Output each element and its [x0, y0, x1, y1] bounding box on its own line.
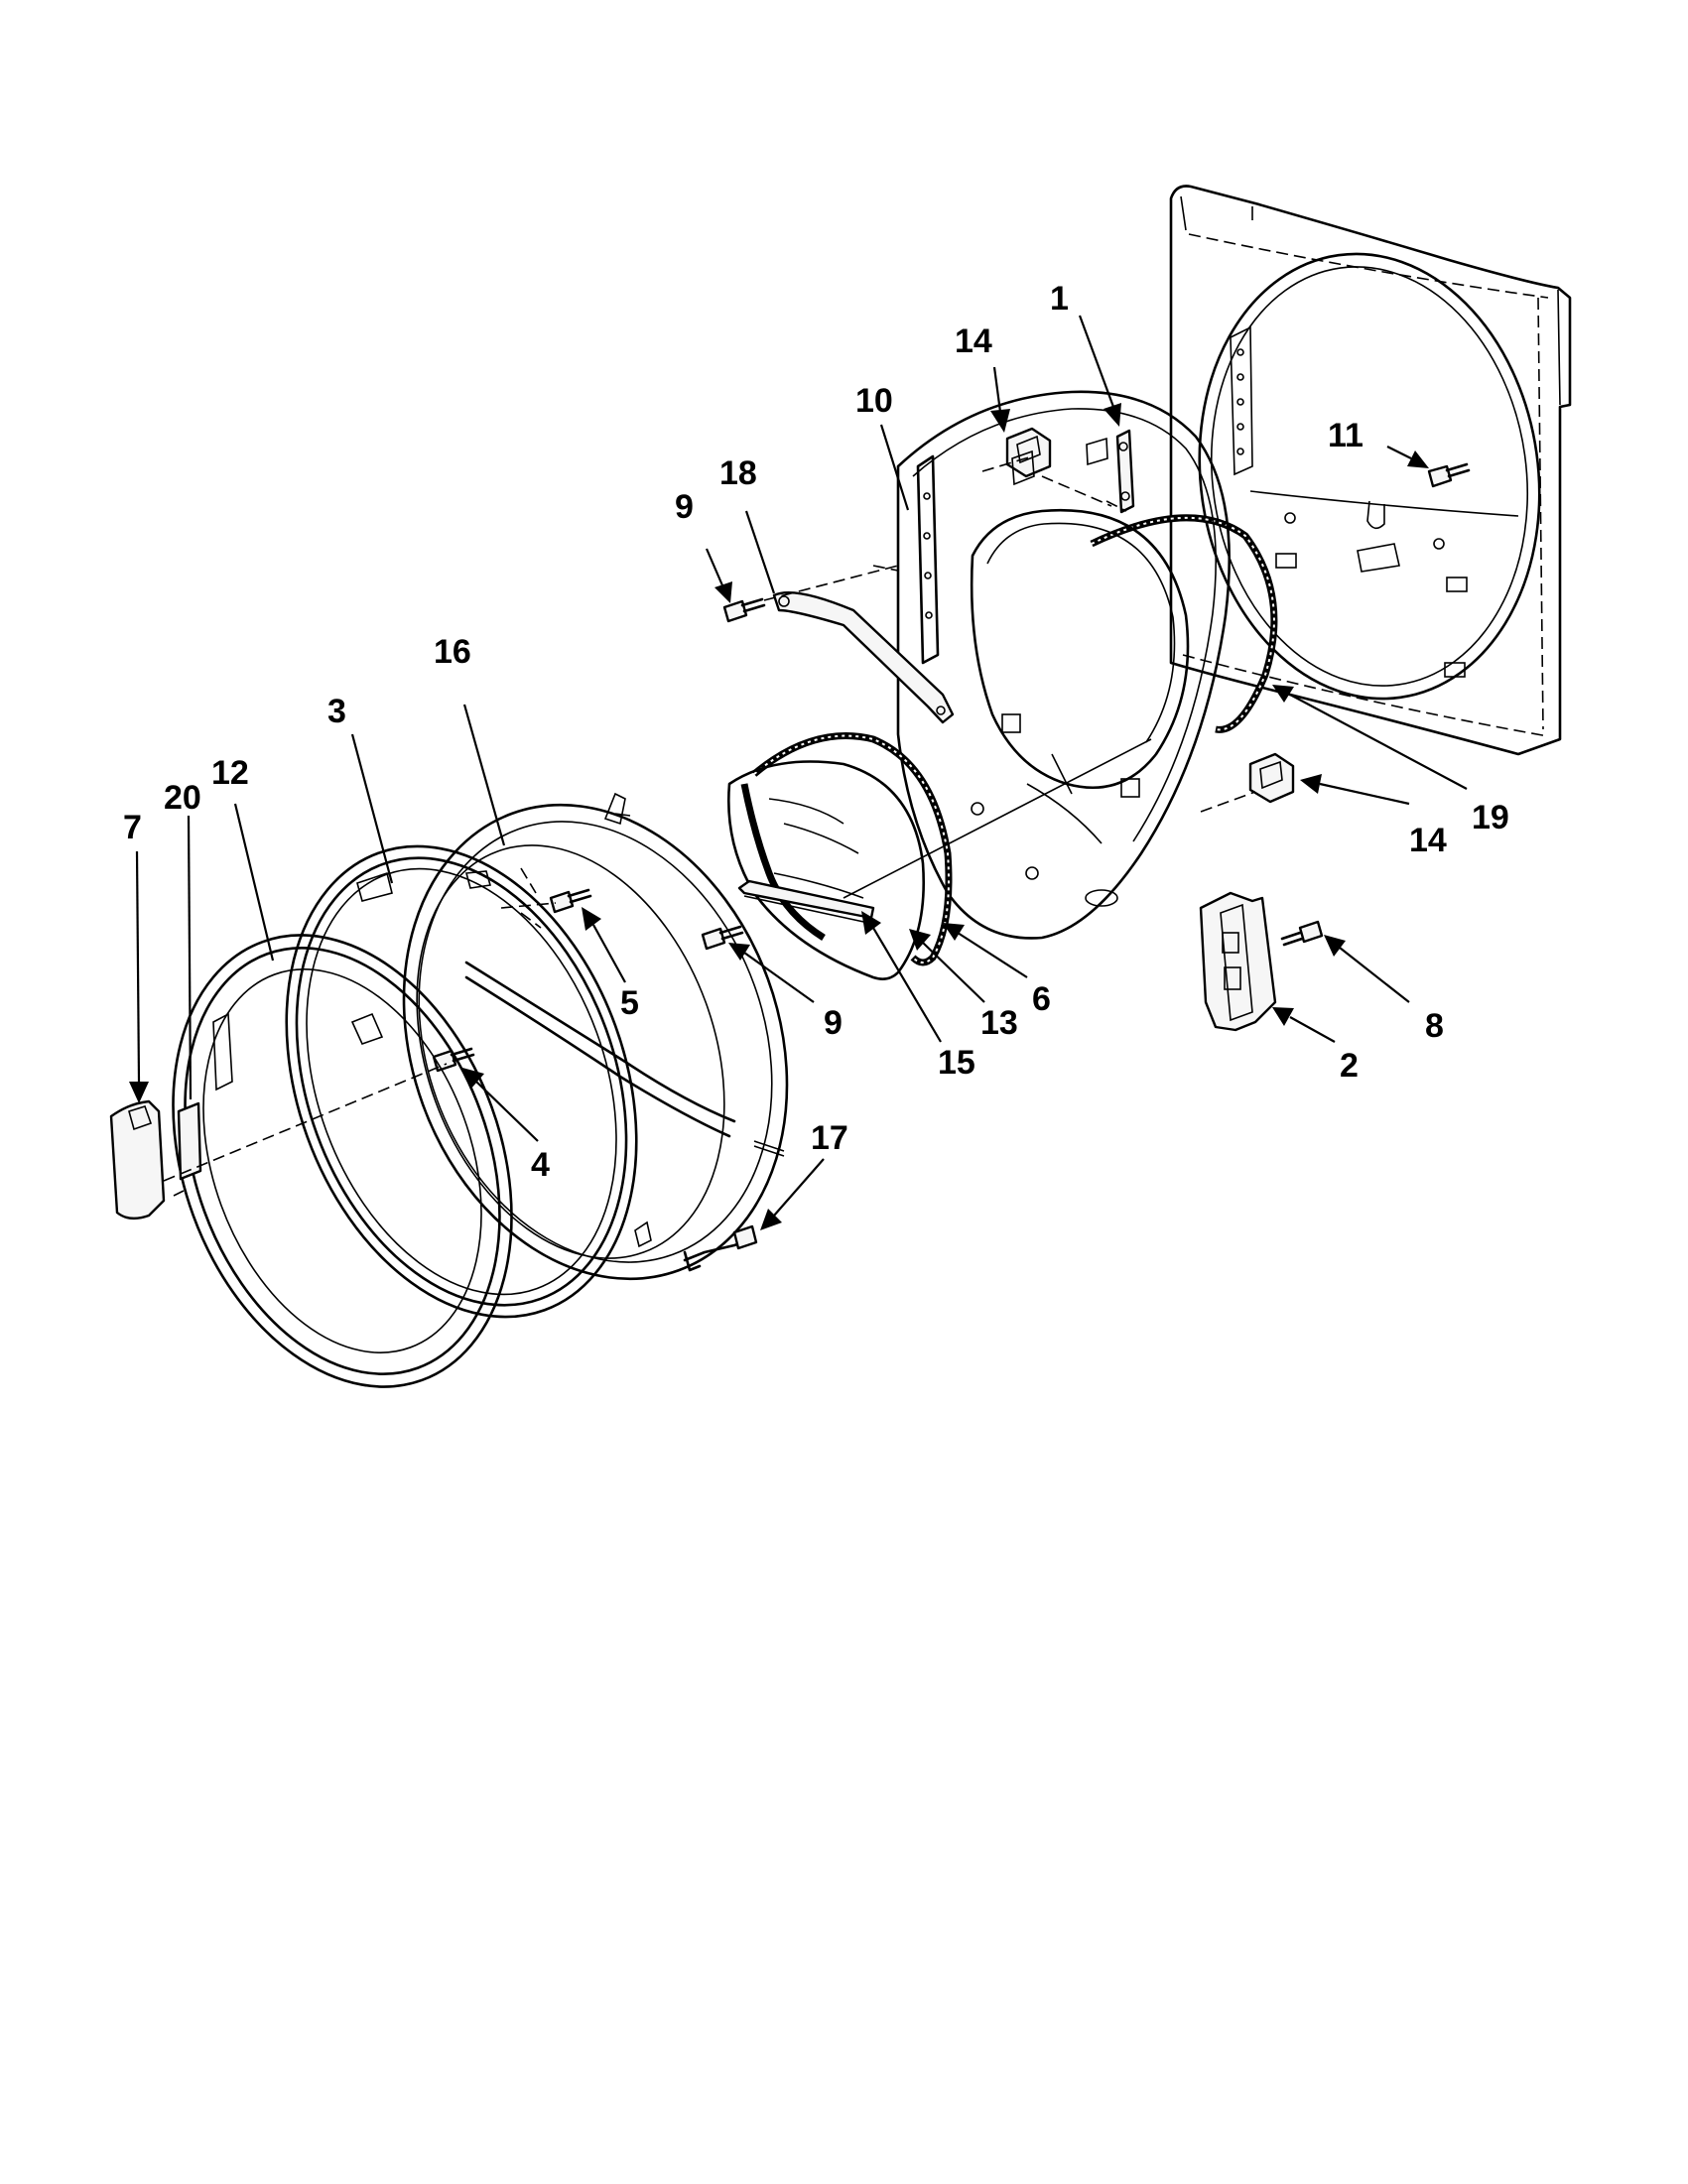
- callout-12: 12: [211, 754, 249, 792]
- screw-8: [1280, 920, 1324, 947]
- callout-5: 5: [620, 984, 639, 1022]
- gasket-19: [1090, 514, 1278, 733]
- callout-7: 7: [123, 809, 142, 846]
- inner-door-10: [896, 390, 1231, 940]
- outer-ring-16: [402, 792, 789, 1281]
- callout-13: 13: [980, 1004, 1018, 1042]
- callout-20: 20: [164, 779, 201, 817]
- strike-14-bottom: [1248, 752, 1295, 804]
- alignment-lines: [163, 455, 1256, 1197]
- callout-14-top: 14: [955, 322, 992, 360]
- callout-labels: 1 14 10 18 9 11 16 3 20 12 7 5 4 9 15 13…: [123, 280, 1509, 1184]
- middle-ring-3: [285, 844, 638, 1319]
- callout-19: 19: [1472, 799, 1509, 836]
- callout-10: 10: [855, 382, 893, 420]
- label-20: [177, 1101, 202, 1181]
- handle-bracket-18: [772, 590, 955, 724]
- callout-1: 1: [1050, 280, 1069, 318]
- callout-16: 16: [434, 633, 471, 671]
- callout-11: 11: [1328, 417, 1363, 454]
- strip-15: [737, 879, 875, 924]
- leader-lines: [129, 315, 1468, 1230]
- callout-8: 8: [1425, 1007, 1444, 1045]
- callout-15: 15: [938, 1044, 975, 1082]
- front-panel: [1169, 185, 1572, 756]
- callout-17: 17: [811, 1119, 848, 1157]
- handle-7: [109, 1099, 166, 1220]
- callout-6: 6: [1032, 980, 1051, 1018]
- screw-9-top: [722, 597, 766, 623]
- glass-13: [727, 760, 925, 980]
- callout-18: 18: [719, 454, 757, 492]
- wire-17: [683, 1224, 758, 1272]
- screw-9-lower: [701, 925, 744, 951]
- callout-2: 2: [1340, 1047, 1359, 1085]
- hinge-2: [1199, 891, 1277, 1032]
- callout-14-bottom: 14: [1409, 822, 1447, 859]
- screw-5: [549, 888, 592, 914]
- callout-9-top: 9: [675, 488, 694, 526]
- screw-11: [1427, 462, 1471, 488]
- callout-3: 3: [327, 693, 346, 730]
- callout-4: 4: [531, 1146, 550, 1184]
- callout-9-lower: 9: [824, 1004, 843, 1042]
- bracket-1: [1115, 429, 1135, 514]
- gasket-6: [751, 732, 953, 966]
- front-ring-12: [172, 934, 513, 1388]
